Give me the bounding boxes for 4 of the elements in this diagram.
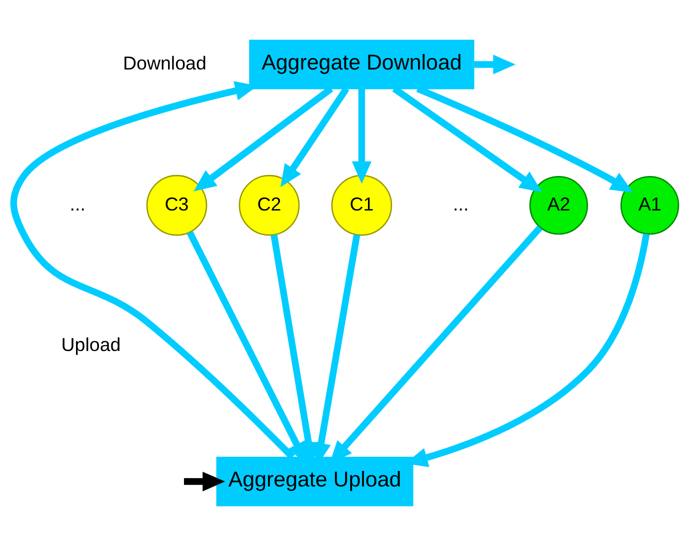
label: ... bbox=[70, 193, 86, 214]
label: Download bbox=[123, 52, 206, 74]
label: ... bbox=[453, 193, 469, 214]
label: Upload bbox=[61, 334, 121, 356]
